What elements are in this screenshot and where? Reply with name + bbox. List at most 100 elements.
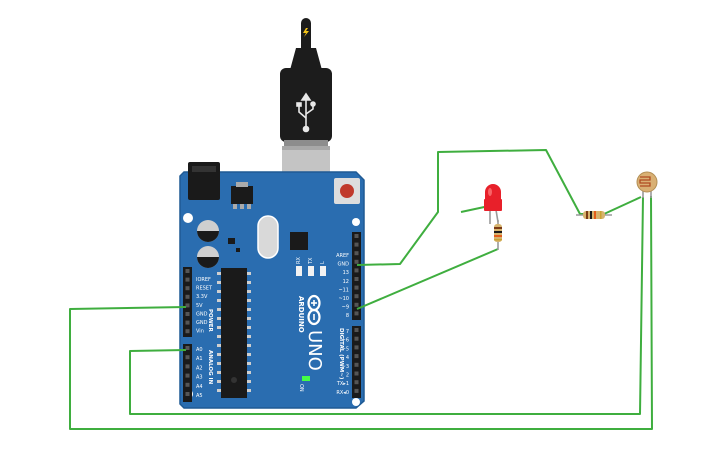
pin-label: ~11 (338, 287, 349, 293)
pin-label: Vin (196, 329, 204, 335)
wire-pin9-to-resistor-2[interactable] (356, 248, 499, 310)
wire-gnd-to-resistor-1[interactable] (356, 149, 592, 266)
chip-leg (247, 299, 251, 302)
pin-label: RESET (196, 286, 213, 292)
header-pin[interactable] (185, 294, 190, 299)
chip-leg (217, 317, 221, 320)
header-pin[interactable] (185, 269, 190, 273)
chip-leg (217, 299, 221, 302)
chip-leg (217, 380, 221, 383)
header-pin[interactable] (185, 303, 190, 308)
header-pin[interactable] (354, 277, 359, 281)
photoresistor[interactable] (636, 171, 658, 198)
header-pin[interactable] (354, 285, 359, 290)
pin-label: 7 (346, 329, 349, 335)
header-pin[interactable] (185, 312, 190, 316)
pin-label: A4 (196, 384, 203, 390)
digital-header-label: DIGITAL (PWM~) (338, 328, 344, 380)
capacitor (197, 220, 219, 242)
pin-label: A3 (196, 375, 203, 381)
arduino-logo (307, 294, 321, 326)
wire-a0-to-photoresistor[interactable] (129, 196, 644, 415)
chip-leg (247, 380, 251, 383)
power-led (302, 376, 310, 381)
pin-label: GND (196, 320, 208, 326)
crystal-oscillator (257, 215, 279, 259)
header-pin[interactable] (354, 362, 359, 367)
header-pin[interactable] (354, 311, 359, 316)
pin-label: IOREF (196, 277, 211, 283)
chip-leg (247, 353, 251, 356)
header-pin[interactable] (354, 328, 359, 332)
mounting-hole (352, 218, 360, 226)
capacitor (197, 246, 219, 268)
header-pin[interactable] (354, 294, 359, 299)
header-pin[interactable] (185, 329, 190, 334)
header-pin[interactable] (185, 364, 190, 369)
chip-leg (217, 344, 221, 347)
header-pin[interactable] (354, 345, 359, 350)
pin-label: 5V (196, 303, 203, 309)
header-pin[interactable] (354, 380, 359, 385)
chip-leg (247, 281, 251, 284)
usb-icon (296, 92, 316, 133)
chip-leg (247, 290, 251, 293)
header-pin[interactable] (354, 336, 359, 341)
header-pin[interactable] (185, 373, 190, 378)
chip-leg (217, 389, 221, 392)
pin-label: A2 (196, 365, 203, 371)
chip-leg (247, 389, 251, 392)
header-pin[interactable] (354, 388, 359, 393)
header-pin[interactable] (354, 234, 359, 238)
pin-label: RX◂0 (336, 390, 349, 396)
atmega-chip (221, 268, 247, 398)
wire-resistor-to-photoresistor[interactable] (603, 196, 642, 215)
chip-leg (217, 362, 221, 365)
chip-leg (247, 335, 251, 338)
header-pin[interactable] (354, 251, 359, 256)
digital-header-top (352, 232, 361, 320)
wire-5v-to-photoresistor[interactable] (69, 195, 653, 430)
pin-label: ~5 (342, 346, 349, 352)
arduino-uno-board[interactable]: RX TX L ARDUINO UNO ON POWER ANALOG IN D… (179, 162, 365, 409)
pin-label: ~10 (338, 296, 349, 302)
header-pin[interactable] (354, 354, 359, 359)
header-pin[interactable] (185, 392, 190, 396)
pin-label: 13 (343, 270, 349, 276)
header-pin[interactable] (185, 382, 190, 387)
header-pin[interactable] (185, 320, 190, 325)
analog-header-label: ANALOG IN (207, 350, 213, 385)
chip-leg (247, 344, 251, 347)
header-pin[interactable] (354, 302, 359, 307)
resistor-sensor[interactable] (576, 211, 612, 219)
pin-label: TX▸1 (336, 381, 349, 387)
header-pin[interactable] (354, 371, 359, 376)
header-pin[interactable] (354, 268, 359, 273)
chip-leg (217, 335, 221, 338)
header-pin[interactable] (354, 242, 359, 247)
header-pin[interactable] (354, 259, 359, 264)
pin-label: 12 (343, 279, 349, 285)
resistor-led[interactable] (494, 220, 502, 250)
model-label: UNO (304, 330, 325, 371)
on-label: ON (298, 384, 304, 392)
pin-label: A5 (196, 393, 203, 399)
pin-label: 2 (346, 373, 349, 379)
pin-label: A0 (196, 347, 203, 353)
header-pin[interactable] (185, 277, 190, 282)
pin-label: ~6 (342, 338, 349, 344)
pin-label: GND (338, 262, 350, 268)
led-label-rx: RX (296, 257, 302, 264)
header-pin[interactable] (185, 346, 190, 350)
chip-leg (217, 272, 221, 275)
header-pin[interactable] (185, 286, 190, 291)
chip-leg (217, 371, 221, 374)
red-led[interactable] (484, 184, 502, 224)
chip-leg (217, 326, 221, 329)
pin-label: 4 (346, 355, 349, 361)
chip-leg (247, 362, 251, 365)
power-header (183, 267, 192, 337)
pin-label: 3.3V (196, 294, 208, 300)
brand-label: ARDUINO (297, 296, 305, 333)
header-pin[interactable] (185, 355, 190, 360)
